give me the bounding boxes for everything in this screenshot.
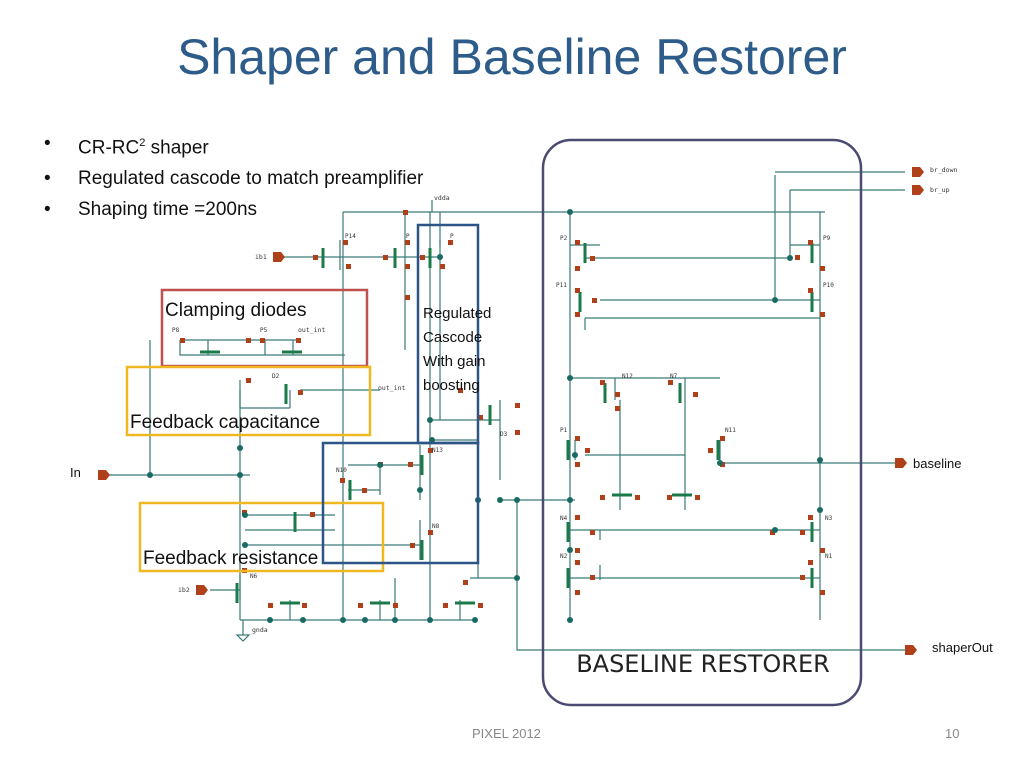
device-labels: P14 P P P2 P9 P11 P10 P8 P5 D2 N12 N7 P1… bbox=[172, 233, 834, 580]
port-ib2-arrow bbox=[196, 585, 208, 595]
svg-text:N12: N12 bbox=[622, 373, 633, 380]
feedback-capacitance-label: Feedback capacitance bbox=[130, 412, 321, 433]
svg-text:N11: N11 bbox=[725, 427, 736, 434]
baseline-restorer-box bbox=[541, 138, 863, 707]
port-br-down-arrow bbox=[912, 167, 924, 177]
svg-text:ib1: ib1 bbox=[255, 253, 267, 261]
junction-dots bbox=[147, 209, 823, 623]
port-shaperout-arrow bbox=[905, 645, 917, 655]
svg-text:P11: P11 bbox=[556, 282, 567, 289]
svg-text:N10: N10 bbox=[336, 467, 347, 474]
svg-text:out_int: out_int bbox=[378, 384, 405, 392]
svg-text:N6: N6 bbox=[250, 573, 258, 580]
feedback-resistance-box bbox=[138, 501, 385, 573]
svg-text:br_down: br_down bbox=[930, 166, 957, 174]
bullet-item-shaping-time: Shaping time =200ns bbox=[44, 194, 423, 225]
cascode-label: Regulated Cascode With gain boosting bbox=[423, 305, 492, 394]
footer-text: PIXEL 2012 bbox=[472, 726, 541, 741]
bullet-item-shaper: CR-RC2 shaper bbox=[44, 128, 423, 163]
svg-text:P2: P2 bbox=[560, 235, 568, 242]
port-in-label: In bbox=[70, 465, 81, 480]
ground-symbol bbox=[235, 620, 251, 642]
feedback-capacitance-box bbox=[125, 365, 372, 437]
svg-text:P9: P9 bbox=[823, 235, 831, 242]
svg-text:N3: N3 bbox=[825, 515, 833, 522]
svg-text:vdda: vdda bbox=[434, 194, 450, 202]
svg-text:D2: D2 bbox=[272, 373, 280, 380]
port-ib1-arrow bbox=[273, 252, 285, 262]
svg-text:ib2: ib2 bbox=[178, 586, 190, 594]
region-boxes bbox=[125, 138, 863, 707]
slide-title: Shaper and Baseline Restorer bbox=[177, 29, 847, 85]
svg-text:out_int: out_int bbox=[298, 326, 325, 334]
port-br-up-arrow bbox=[912, 185, 924, 195]
page-number: 10 bbox=[945, 726, 960, 741]
svg-text:P5: P5 bbox=[260, 327, 268, 334]
transistor-glyphs bbox=[200, 243, 814, 605]
svg-text:br_up: br_up bbox=[930, 186, 950, 194]
svg-text:N7: N7 bbox=[670, 373, 678, 380]
clamping-diodes-label: Clamping diodes bbox=[165, 300, 307, 321]
svg-text:N2: N2 bbox=[560, 553, 568, 560]
svg-text:P14: P14 bbox=[345, 233, 356, 240]
svg-text:D3: D3 bbox=[500, 431, 508, 438]
port-in-arrow bbox=[98, 470, 110, 480]
svg-text:P10: P10 bbox=[823, 282, 834, 289]
svg-text:P: P bbox=[450, 233, 454, 240]
svg-text:P1: P1 bbox=[560, 427, 568, 434]
svg-text:N1: N1 bbox=[825, 553, 833, 560]
port-baseline-arrow bbox=[895, 458, 907, 468]
net-labels: vdda gnda ib1 ib2 out_int out_int br_dow… bbox=[178, 166, 957, 634]
feedback-resistance-label: Feedback resistance bbox=[143, 548, 319, 569]
bullet-list: CR-RC2 shaper Regulated cascode to match… bbox=[44, 128, 423, 225]
wires bbox=[108, 171, 905, 651]
port-arrows bbox=[98, 167, 924, 655]
svg-text:P: P bbox=[406, 233, 410, 240]
port-baseline-label: baseline bbox=[913, 456, 962, 471]
svg-text:P8: P8 bbox=[172, 327, 180, 334]
port-shaperout-label: shaperOut bbox=[932, 640, 993, 655]
svg-text:N13: N13 bbox=[432, 447, 443, 454]
svg-text:N4: N4 bbox=[560, 515, 568, 522]
bullet-item-cascode: Regulated cascode to match preamplifier bbox=[44, 163, 423, 194]
svg-text:gnda: gnda bbox=[252, 626, 268, 634]
baseline-restorer-label: BASELINE RESTORER bbox=[576, 650, 830, 678]
pin-markers bbox=[180, 210, 825, 608]
svg-text:N8: N8 bbox=[432, 523, 440, 530]
cascode-box-lower bbox=[321, 441, 480, 565]
